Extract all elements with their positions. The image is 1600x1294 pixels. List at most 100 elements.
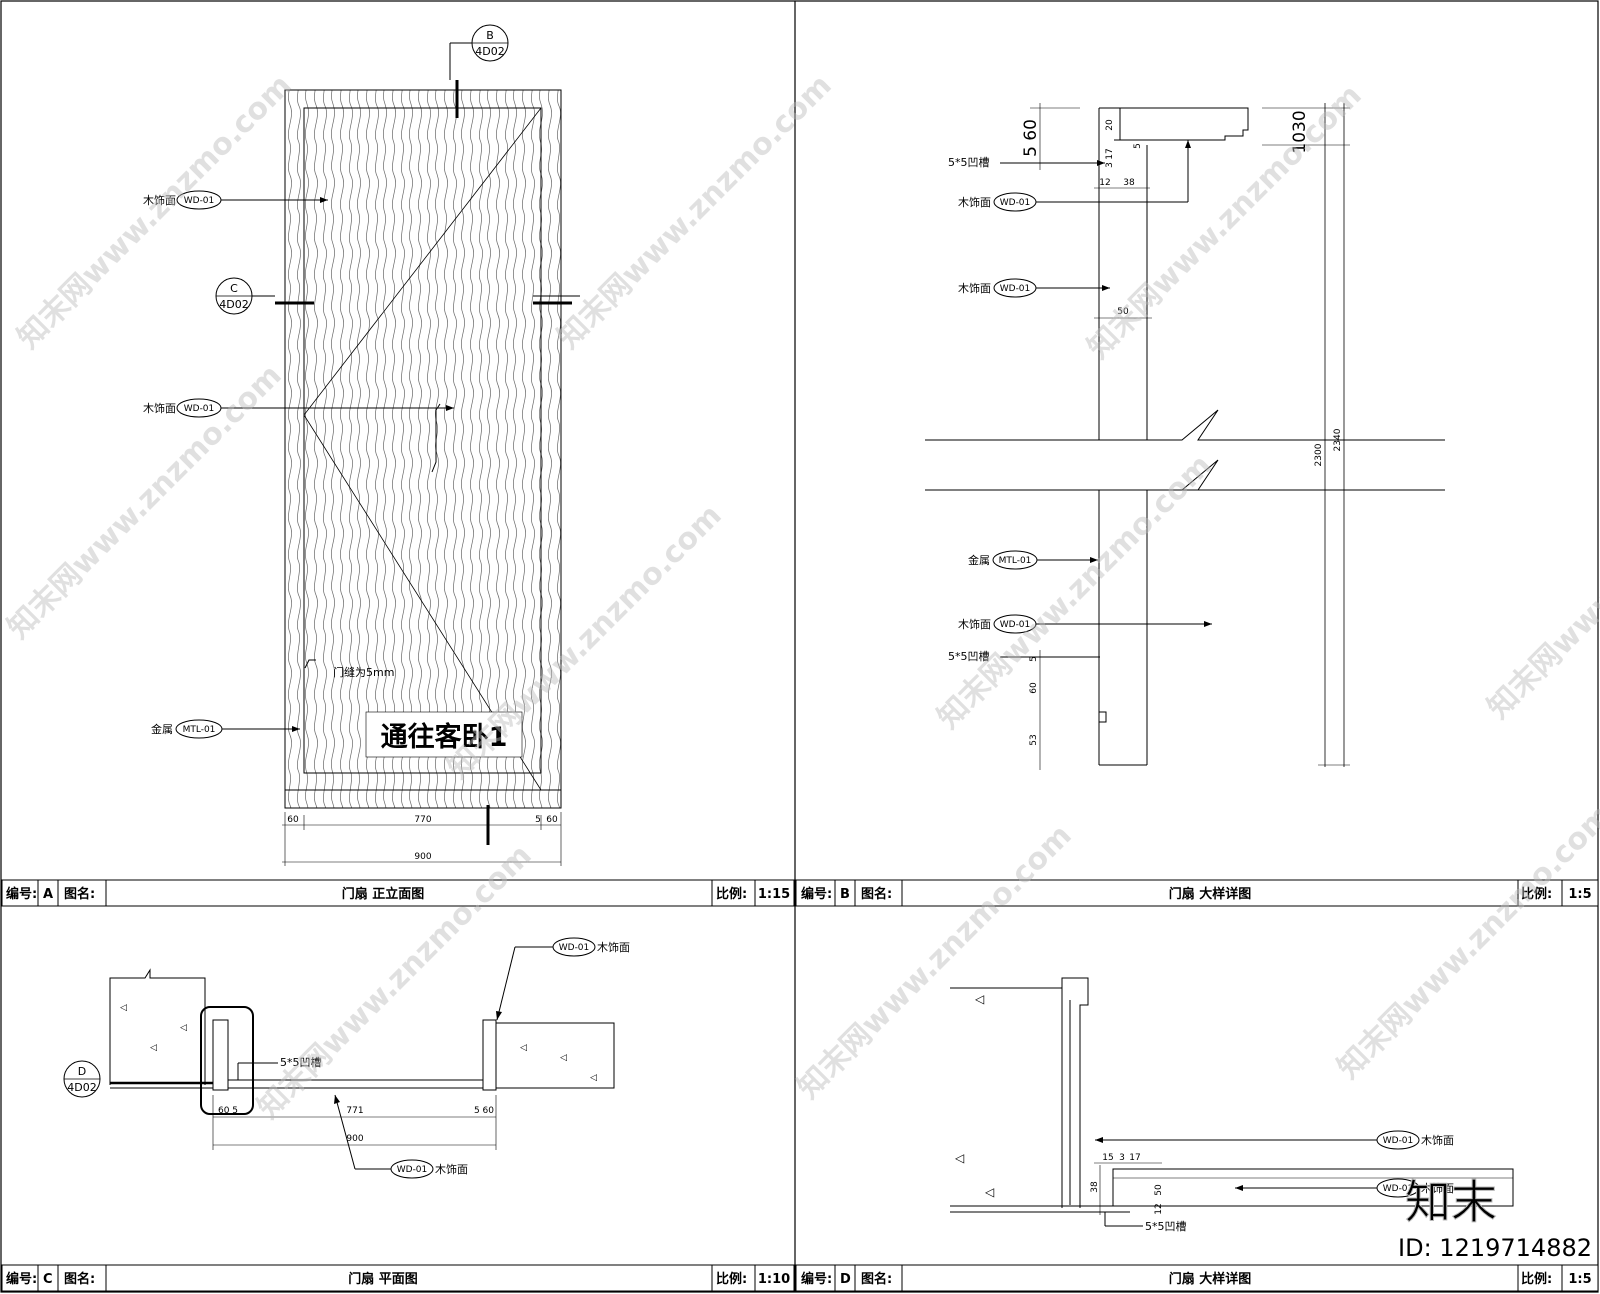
dim-b-60: 60 [1029,682,1039,694]
name-label: 图名: [861,886,892,902]
left-wall [109,968,206,1085]
watermark-text: 知末网www.znzmo.com [791,818,1079,1106]
watermark-text: 知末网www.znzmo.com [931,448,1219,736]
brand-watermark: 知末 [1405,1175,1497,1229]
label-b-wood-3: 木饰面 [958,617,991,631]
panel-b-detail: 2300 2340 1030 5 60 20 17 3 5 12 38 50 5… [925,103,1445,770]
dim-c-total: 900 [346,1134,363,1144]
label-b-metal: 金属 [968,553,990,567]
concrete-hatch: ◁ [120,1003,127,1013]
id-watermark: ID: 1219714882 [1398,1234,1592,1262]
sign-text: 通往客卧1 [381,721,508,753]
panel-d-detail: ◁ ◁ ◁ WD-01 木饰面 WD-01 木饰面 15 3 17 38 12 … [950,977,1514,1233]
break-line-bottom [925,459,1445,491]
code-value: B [840,887,850,902]
dim-d-12: 12 [1154,1203,1164,1214]
dim-b-53: 53 [1029,734,1039,745]
watermark-text: 知末网www.znzmo.com [1081,78,1369,366]
label-d-groove: 5*5凹槽 [1145,1220,1187,1233]
door-inner-frame [303,107,542,774]
callout-c-bottom: 4D02 [219,298,248,311]
watermark-text: 知末网www.znzmo.com [1481,438,1600,726]
dim-b-5b: 5 [1029,656,1039,662]
dim-d-3: 3 [1119,1153,1125,1163]
code-c-wood-2: WD-01 [397,1165,428,1175]
concrete-hatch: ◁ [984,1185,994,1199]
dim-b-38: 38 [1123,178,1135,188]
code-wood: WD-01 [184,196,215,206]
dim-b-5: 5 [1133,143,1143,149]
name-label: 图名: [64,1271,95,1287]
scale-label: 比例: [716,886,747,902]
code-b-wood-3: WD-01 [1000,620,1031,630]
label-groove-2: 5*5凹槽 [948,650,990,663]
concrete-hatch: ◁ [150,1043,157,1053]
panel-a-elevation: 通往客卧1 B 4D02 C 4D02 木饰面 WD-01 木饰面 WD-01 … [143,24,580,866]
concrete-hatch: ◁ [560,1053,567,1063]
scale-label: 比例: [1521,1271,1552,1287]
code-label: 编号: [6,1271,37,1287]
drawing-name: 门扇 大样详图 [1169,1271,1252,1287]
dim-c-middle: 771 [346,1106,363,1116]
title-block-a: 编号: A 图名: 门扇 正立面图 比例: 1:15 [1,879,795,907]
frame-profile-d [950,977,1089,1208]
code-label: 编号: [6,886,37,902]
dim-b-2340: 2340 [1333,428,1343,451]
title-block-c: 编号: C 图名: 门扇 平面图 比例: 1:10 [1,1264,795,1292]
drawing-name: 门扇 平面图 [348,1271,418,1287]
scale-value: 1:5 [1568,1272,1591,1287]
door-swing-line [303,107,542,791]
detail-d-highlight [200,1006,254,1115]
scale-label: 比例: [1521,886,1552,902]
code-d-wood-2: WD-01 [1383,1184,1414,1194]
dim-a-gap: 5 [535,815,541,825]
scale-value: 1:10 [758,1272,790,1287]
break-line-top [925,409,1445,441]
watermark-layer: 知末网www.znzmo.com 知末网www.znzmo.com 知末网www… [1,68,1600,1126]
dim-a-total: 900 [414,852,431,862]
panel-c-plan: ◁ ◁ ◁ ◁ ◁ ◁ D 4D02 5*5凹槽 WD-01 木饰面 WD-01… [63,937,630,1179]
scale-value: 1:5 [1568,887,1591,902]
scale-value: 1:15 [758,887,790,902]
dim-b-560: 5 60 [1021,119,1041,157]
code-value: C [43,1272,53,1287]
label-wood-2: 木饰面 [143,401,176,415]
dim-d-50: 50 [1154,1184,1164,1196]
callout-b-top: B [486,29,494,42]
drawing-name: 门扇 正立面图 [342,886,425,902]
label-b-wood: 木饰面 [958,195,991,209]
label-wood: 木饰面 [143,193,176,207]
watermark-text: 知末网www.znzmo.com [1331,798,1600,1086]
door-leaf [284,89,562,809]
callout-b-bottom: 4D02 [475,45,504,58]
dim-b-3: 3 [1105,162,1115,168]
label-c-wood: 木饰面 [597,940,630,954]
dim-b-1030: 1030 [1290,110,1310,153]
label-b-wood-2: 木饰面 [958,281,991,295]
title-block-d: 编号: D 图名: 门扇 大样详图 比例: 1:5 [795,1264,1599,1292]
dim-a-right: 60 [546,815,558,825]
code-metal: MTL-01 [183,725,216,735]
door-frame-right [482,1019,497,1091]
concrete-hatch: ◁ [180,1023,187,1033]
name-label: 图名: [64,886,95,902]
concrete-hatch: ◁ [590,1073,597,1083]
dim-b-17: 17 [1105,148,1115,159]
code-wood-2: WD-01 [184,404,215,414]
door-leaf-section-d [1112,1168,1514,1207]
callout-d-top: D [78,1065,86,1078]
dim-d-38: 38 [1090,1181,1100,1193]
dim-a-left: 60 [287,815,299,825]
code-b-wood-2: WD-01 [1000,284,1031,294]
dim-c-right: 5 60 [474,1106,494,1116]
dim-d-17: 17 [1129,1153,1140,1163]
code-label: 编号: [801,1271,832,1287]
name-label: 图名: [861,1271,892,1287]
concrete-hatch: ◁ [974,992,984,1006]
code-c-wood: WD-01 [559,943,590,953]
dim-c-left: 60 5 [218,1106,238,1116]
callout-c-top: C [230,282,238,295]
label-c-groove: 5*5凹槽 [280,1056,322,1069]
